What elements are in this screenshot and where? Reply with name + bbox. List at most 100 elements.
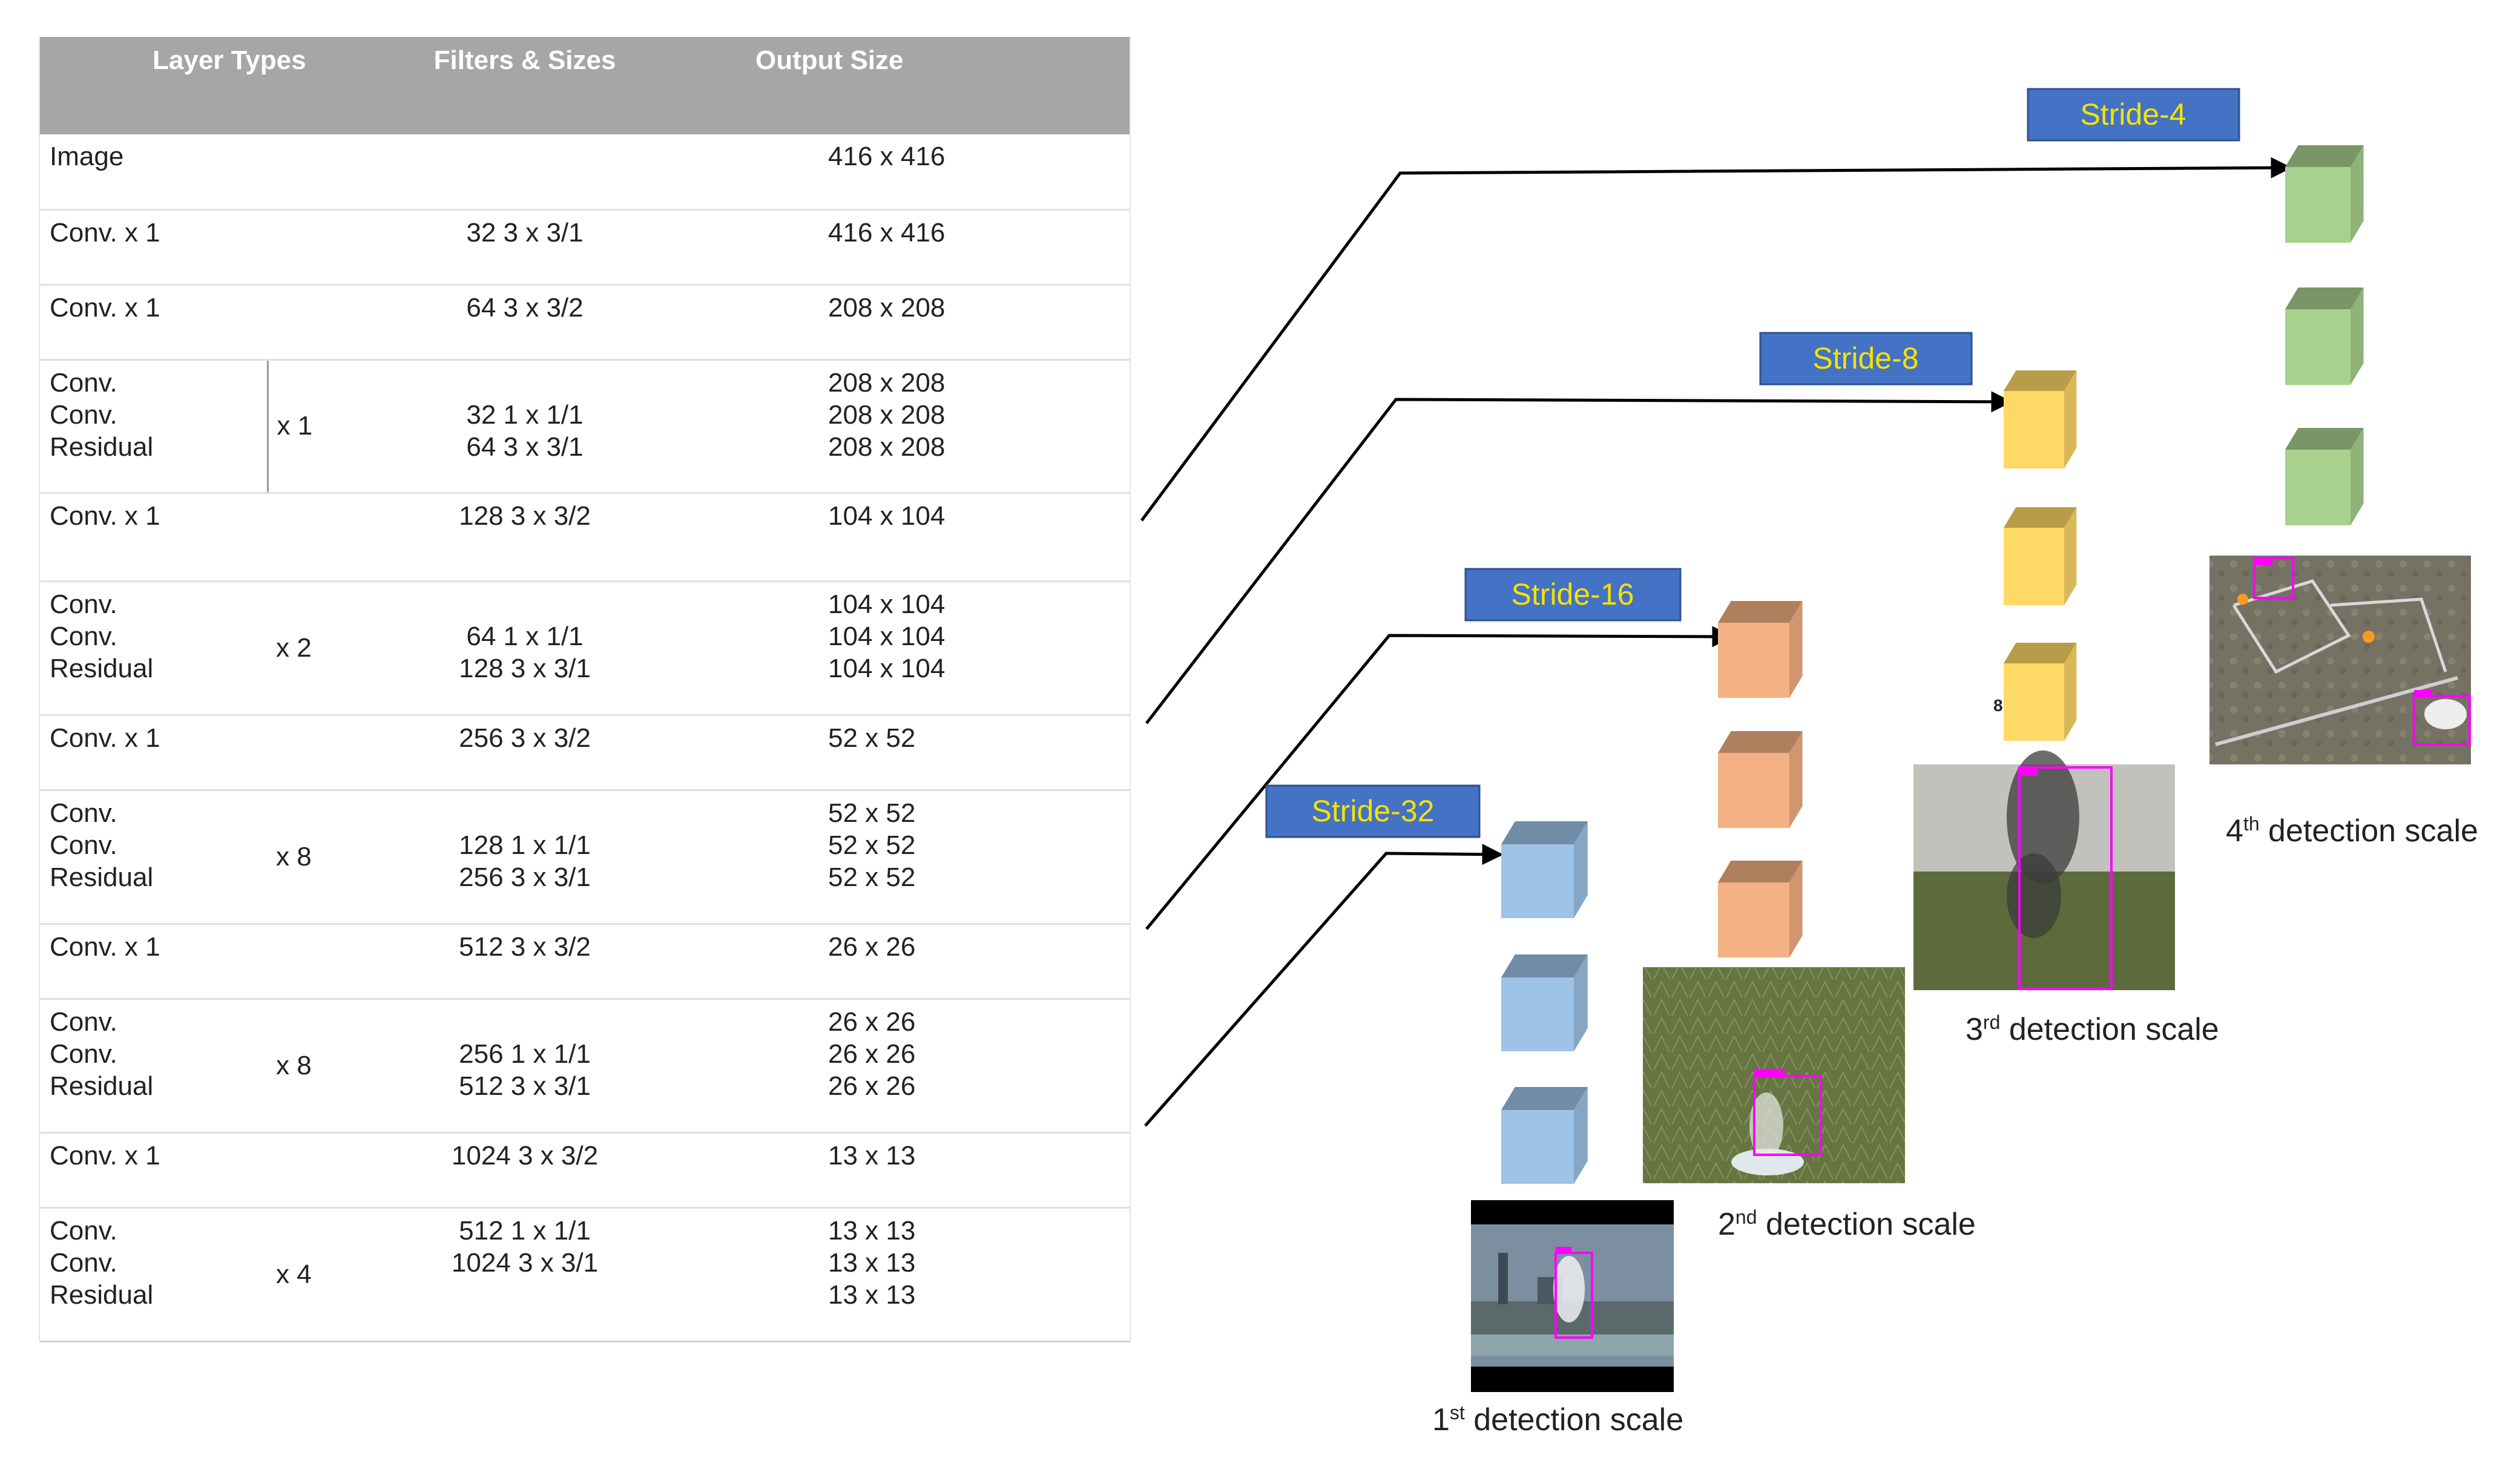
stride-8-label: Stride-8 [1759,332,1973,386]
cube-green-3 [2285,428,2364,525]
table-row: Image 416 x 416 [40,134,1130,211]
connector-stride-4 [1140,157,2292,522]
stride-32-label: Stride-32 [1265,784,1481,838]
filters-cell: 256 3 x 3/2 [407,715,643,791]
filters-cell: 512 3 x 3/2 [407,924,643,1000]
cube-green-2 [2285,287,2364,385]
caption-3rd: 3rd detection scale [1966,1011,2219,1047]
table-header: Layer Types Filters & Sizes Output Size [40,37,1130,134]
output-size-cell: 416 x 416 [643,134,1130,211]
detection-image-3rd [1913,750,2175,990]
output-size-cell: 416 x 416 [643,209,1130,286]
repeat-cell [268,715,407,791]
filters-cell: 256 1 x 1/1 512 3 x 3/1 [407,999,643,1134]
repeat-cell [268,1132,407,1209]
layer-type-cell: Conv. x 1 [40,715,268,791]
cube-orange-1 [1718,601,1803,698]
feature-cubes [1501,145,2364,1184]
filters-cell: 64 3 x 3/2 [407,284,643,361]
output-size-cell: 13 x 13 13 x 13 13 x 13 [643,1207,1130,1342]
cube-blue-1 [1501,821,1588,918]
repeat-cell [268,493,407,582]
layer-type-cell: Conv. x 1 [40,493,268,582]
filters-cell: 1024 3 x 3/2 [407,1132,643,1209]
layer-table: Layer Types Filters & Sizes Output Size … [40,37,1130,1342]
layer-type-cell: Conv. Conv. Residual [40,999,268,1134]
layer-type-cell: Conv. Conv. Residual [40,1207,268,1342]
header-filters-sizes: Filters & Sizes [407,37,643,134]
filters-cell: 128 3 x 3/2 [407,493,643,582]
output-size-cell: 26 x 26 26 x 26 26 x 26 [643,999,1130,1134]
stride-16-label: Stride-16 [1464,568,1682,622]
caption-2nd: 2nd detection scale [1718,1206,1976,1242]
repeat-cell: x 1 [266,360,407,494]
layer-type-cell: Conv. Conv. Residual [40,790,268,925]
filters-cell: 32 1 x 1/1 64 3 x 3/1 [407,360,643,494]
layer-type-cell: Conv. x 1 [40,1132,268,1209]
layer-type-cell: Conv. x 1 [40,209,268,286]
repeat-cell [268,209,407,286]
svg-text:Stride-16: Stride-16 [1512,577,1634,611]
repeat-cell: x 8 [268,790,407,925]
layer-type-cell: Conv. Conv. Residual [40,581,268,716]
filters-cell [407,134,643,211]
output-size-cell: 208 x 208 208 x 208 208 x 208 [643,360,1130,494]
filters-cell: 512 1 x 1/1 1024 3 x 3/1 [407,1207,643,1342]
cube-blue-3 [1501,1087,1588,1184]
cube-blue-2 [1501,954,1588,1051]
filters-cell: 128 1 x 1/1 256 3 x 3/1 [407,790,643,925]
detection-image-1st [1471,1200,1674,1392]
repeat-cell [268,924,407,1000]
layer-type-cell: Conv. x 1 [40,284,268,361]
cube-orange-2 [1718,731,1803,828]
repeat-cell [268,134,407,211]
architecture-table: Layer Types Filters & Sizes Output Size … [39,37,1131,1342]
stride-4-label: Stride-4 [2027,88,2240,142]
layer-type-cell: Conv. Conv. Residual [40,360,268,494]
repeat-cell: x 8 [268,999,407,1134]
layer-type-cell: Image [40,134,268,211]
filters-cell: 32 3 x 3/1 [407,209,643,286]
filters-cell: 64 1 x 1/1 128 3 x 3/1 [407,581,643,716]
connector-stride-8 [1145,391,2013,724]
output-size-cell: 26 x 26 [643,924,1130,1000]
connector-stride-16 [1145,626,1734,930]
caption-1st: 1st detection scale [1432,1402,1683,1437]
output-size-cell: 104 x 104 104 x 104 104 x 104 [643,581,1130,716]
cube-yellow-1 [2004,370,2077,468]
detection-image-4th [2209,556,2471,764]
caption-4th: 4th detection scale [2226,813,2478,849]
output-size-cell: 52 x 52 [643,715,1130,791]
output-size-cell: 208 x 208 [643,284,1130,361]
cube-yellow-2 [2004,507,2077,605]
layer-type-cell: Conv. x 1 [40,924,268,1000]
repeat-cell: x 2 [268,581,407,716]
detection-image-2nd [1643,967,1905,1183]
connector-stride-32 [1144,844,1504,1127]
repeat-cell: x 4 [268,1207,407,1342]
cube-yellow-3 [2004,643,2077,741]
repeat-cell [268,284,407,361]
svg-text:Stride-32: Stride-32 [1312,794,1435,828]
svg-text:Stride-8: Stride-8 [1812,341,1918,375]
output-size-cell: 104 x 104 [643,493,1130,582]
svg-text:Stride-4: Stride-4 [2080,97,2186,131]
header-layer-types: Layer Types [40,37,407,134]
cube-green-1 [2285,145,2364,243]
output-size-cell: 52 x 52 52 x 52 52 x 52 [643,790,1130,925]
output-size-cell: 13 x 13 [643,1132,1130,1209]
annotation-8: 8 [1993,696,2003,715]
